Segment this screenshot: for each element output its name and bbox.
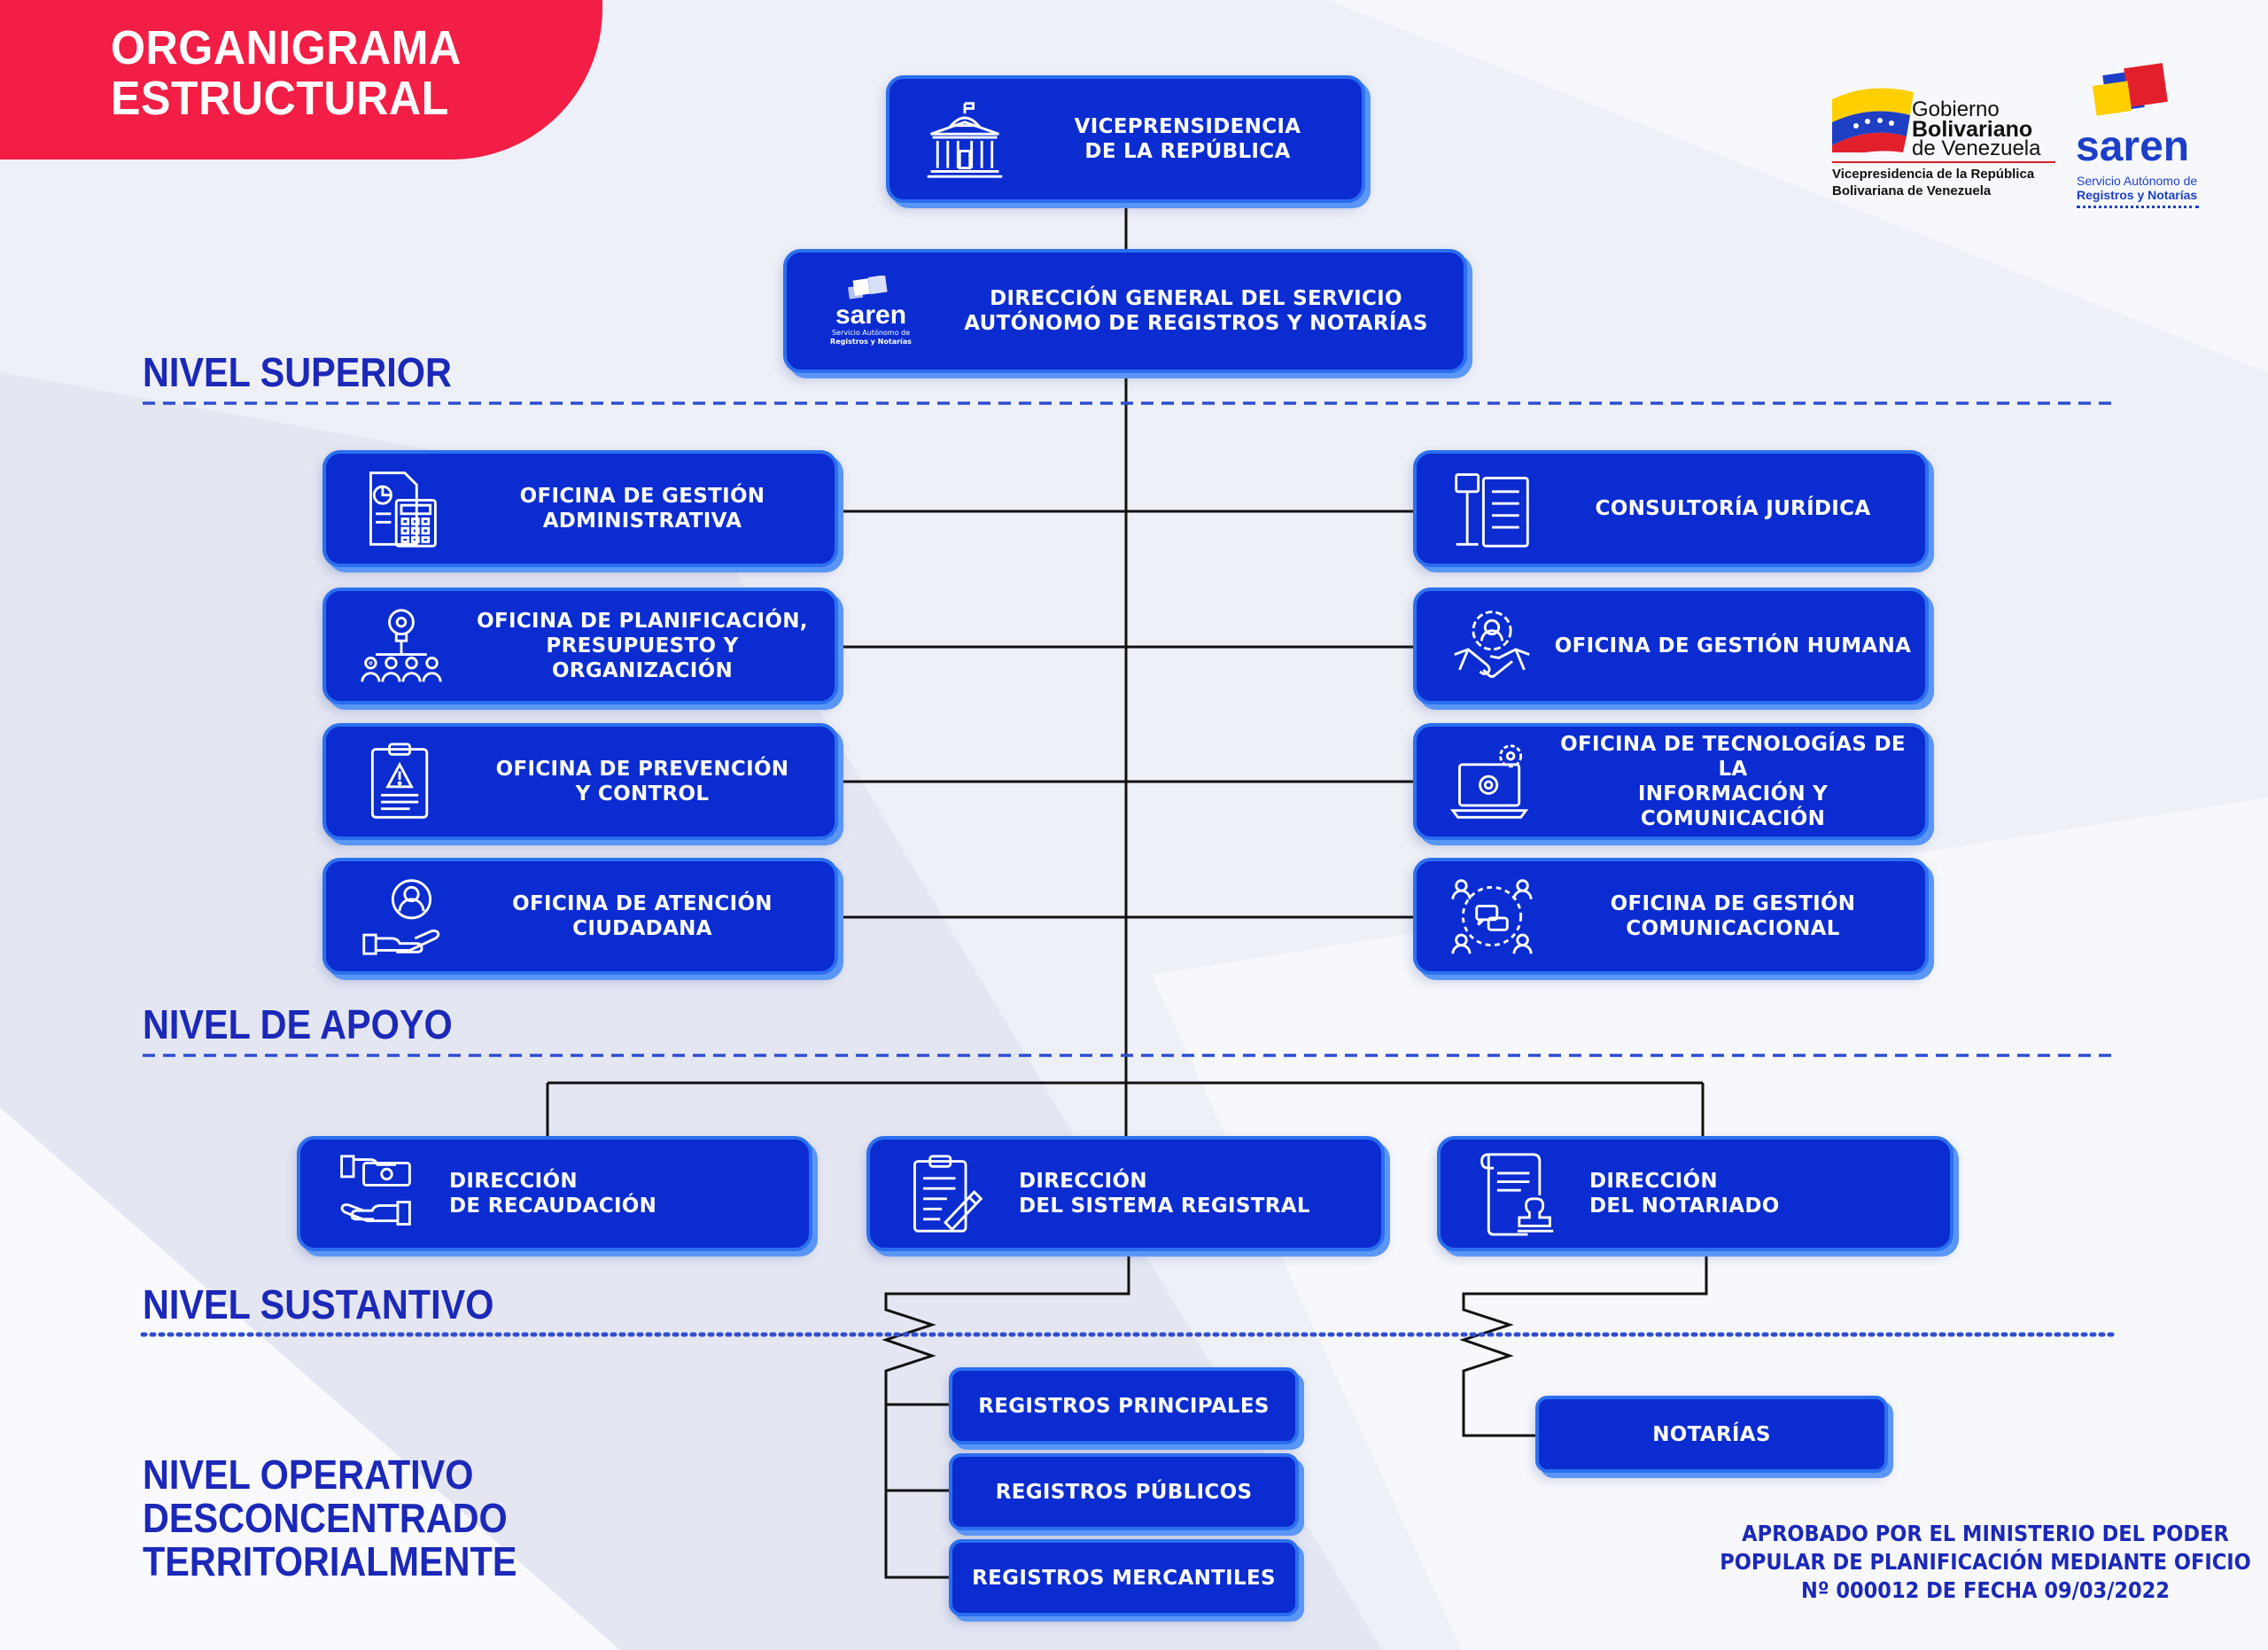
lightbulb-network-icon — [353, 602, 450, 690]
node-label: OFICINA DE GESTIÓN ADMINISTRATIVA — [519, 485, 765, 533]
hand-user-icon — [353, 872, 450, 961]
calculator-document-icon — [353, 464, 450, 553]
node-registros-publicos: REGISTROS PÚBLICOS — [949, 1453, 1299, 1530]
node-label: DIRECCIÓN DEL SISTEMA REGISTRAL — [1019, 1170, 1310, 1218]
gov-logo-sub2: Bolivariana de Venezuela — [1832, 183, 1992, 198]
level-sustantivo: NIVEL SUSTANTIVO — [143, 1281, 494, 1327]
title-banner — [0, 0, 602, 160]
clipboard-pen-icon — [897, 1149, 994, 1238]
saren-logo-icon: saren Servicio Autónomo de Registros y N… — [813, 267, 928, 355]
node-comunicacional: OFICINA DE GESTIÓN COMUNICACIONAL — [1413, 858, 1929, 975]
node-label: OFICINA DE TECNOLOGÍAS DE LA INFORMACIÓN… — [1560, 733, 1906, 830]
node-registros-mercantiles: REGISTROS MERCANTILES — [949, 1539, 1299, 1616]
node-vicepresidencia: VICEPRENSIDENCIA DE LA REPÚBLICA — [886, 75, 1365, 203]
node-tecnologias: OFICINA DE TECNOLOGÍAS DE LA INFORMACIÓN… — [1413, 723, 1929, 840]
saren-sub1: Servicio Autónomo de — [831, 329, 911, 337]
node-label: REGISTROS MERCANTILES — [972, 1566, 1276, 1590]
node-label: OFICINA DE ATENCIÓN CIUDADANA — [512, 892, 773, 940]
node-recaudacion: DIRECCIÓN DE RECAUDACIÓN — [297, 1136, 812, 1251]
laptop-gear-icon — [1443, 737, 1541, 826]
saren-name: saren — [835, 300, 907, 330]
clipboard-warning-icon — [353, 737, 450, 826]
level-superior: NIVEL SUPERIOR — [143, 349, 452, 395]
scroll-stamp-icon — [1467, 1149, 1565, 1238]
node-sistema-registral: DIRECCIÓN DEL SISTEMA REGISTRAL — [866, 1136, 1385, 1251]
node-planificacion: OFICINA DE PLANIFICACIÓN, PRESUPUESTO Y … — [322, 588, 838, 704]
handshake-gear-icon — [1443, 602, 1541, 690]
node-label: REGISTROS PRINCIPALES — [978, 1394, 1270, 1418]
node-label: OFICINA DE GESTIÓN HUMANA — [1554, 634, 1912, 658]
node-notariado: DIRECCIÓN DEL NOTARIADO — [1437, 1136, 1953, 1251]
saren-logo-sub1: Servicio Autónomo de — [2077, 174, 2198, 188]
team-chat-icon — [1443, 872, 1541, 961]
node-label: CONSULTORÍA JURÍDICA — [1595, 497, 1871, 520]
saren-logo-name: saren — [2076, 123, 2190, 170]
level-apoyo: NIVEL DE APOYO — [143, 1001, 453, 1047]
venezuela-flag-icon — [1832, 88, 1914, 152]
node-notarias: NOTARÍAS — [1535, 1396, 1888, 1473]
government-building-icon — [916, 95, 1014, 183]
saren-logo-sub2: Registros y Notarías — [2077, 188, 2198, 202]
node-label: DIRECCIÓN GENERAL DEL SERVICIO AUTÓNOMO … — [964, 287, 1428, 335]
gavel-document-icon — [1443, 464, 1541, 553]
institution-logos: Gobierno Bolivariano de Venezuela Vicepr… — [1825, 62, 2215, 222]
node-prevencion: OFICINA DE PREVENCIÓN Y CONTROL — [322, 723, 838, 840]
gov-logo-divider — [1832, 161, 2055, 163]
approval-note: APROBADO POR EL MINISTERIO DEL PODER POP… — [1720, 1521, 2251, 1603]
node-gestion-humana: OFICINA DE GESTIÓN HUMANA — [1413, 588, 1929, 704]
gov-logo-line3: de Venezuela — [1912, 136, 2041, 160]
node-direccion-general: saren Servicio Autónomo de Registros y N… — [783, 249, 1467, 373]
node-label: DIRECCIÓN DEL NOTARIADO — [1589, 1170, 1780, 1218]
node-consultoria: CONSULTORÍA JURÍDICA — [1413, 450, 1929, 567]
node-atencion: OFICINA DE ATENCIÓN CIUDADANA — [322, 858, 838, 975]
node-label: OFICINA DE PLANIFICACIÓN, PRESUPUESTO Y … — [477, 610, 808, 682]
gov-logo-line2: Bolivariano — [1912, 117, 2033, 142]
saren-logo-underline — [2077, 206, 2199, 208]
node-label: DIRECCIÓN DE RECAUDACIÓN — [449, 1170, 657, 1218]
node-gestion-administrativa: OFICINA DE GESTIÓN ADMINISTRATIVA — [322, 450, 838, 567]
node-label: NOTARÍAS — [1652, 1422, 1771, 1446]
node-label: OFICINA DE GESTIÓN COMUNICACIONAL — [1610, 892, 1856, 940]
money-hand-icon — [327, 1149, 424, 1238]
gov-logo-line1: Gobierno — [1912, 97, 2000, 121]
gov-logo-sub1: Vicepresidencia de la República — [1832, 167, 2035, 182]
node-registros-principales: REGISTROS PRINCIPALES — [949, 1367, 1299, 1444]
saren-sub2: Registros y Notarías — [830, 338, 912, 346]
level-operativo: NIVEL OPERATIVO DESCONCENTRADO TERRITORI… — [143, 1452, 517, 1584]
node-label: OFICINA DE PREVENCIÓN Y CONTROL — [495, 758, 789, 806]
node-label: REGISTROS PÚBLICOS — [995, 1480, 1253, 1504]
page-title: ORGANIGRAMA ESTRUCTURAL — [111, 21, 462, 125]
node-label: VICEPRENSIDENCIA DE LA REPÚBLICA — [1074, 115, 1301, 163]
saren-logo-icon — [2092, 63, 2168, 116]
